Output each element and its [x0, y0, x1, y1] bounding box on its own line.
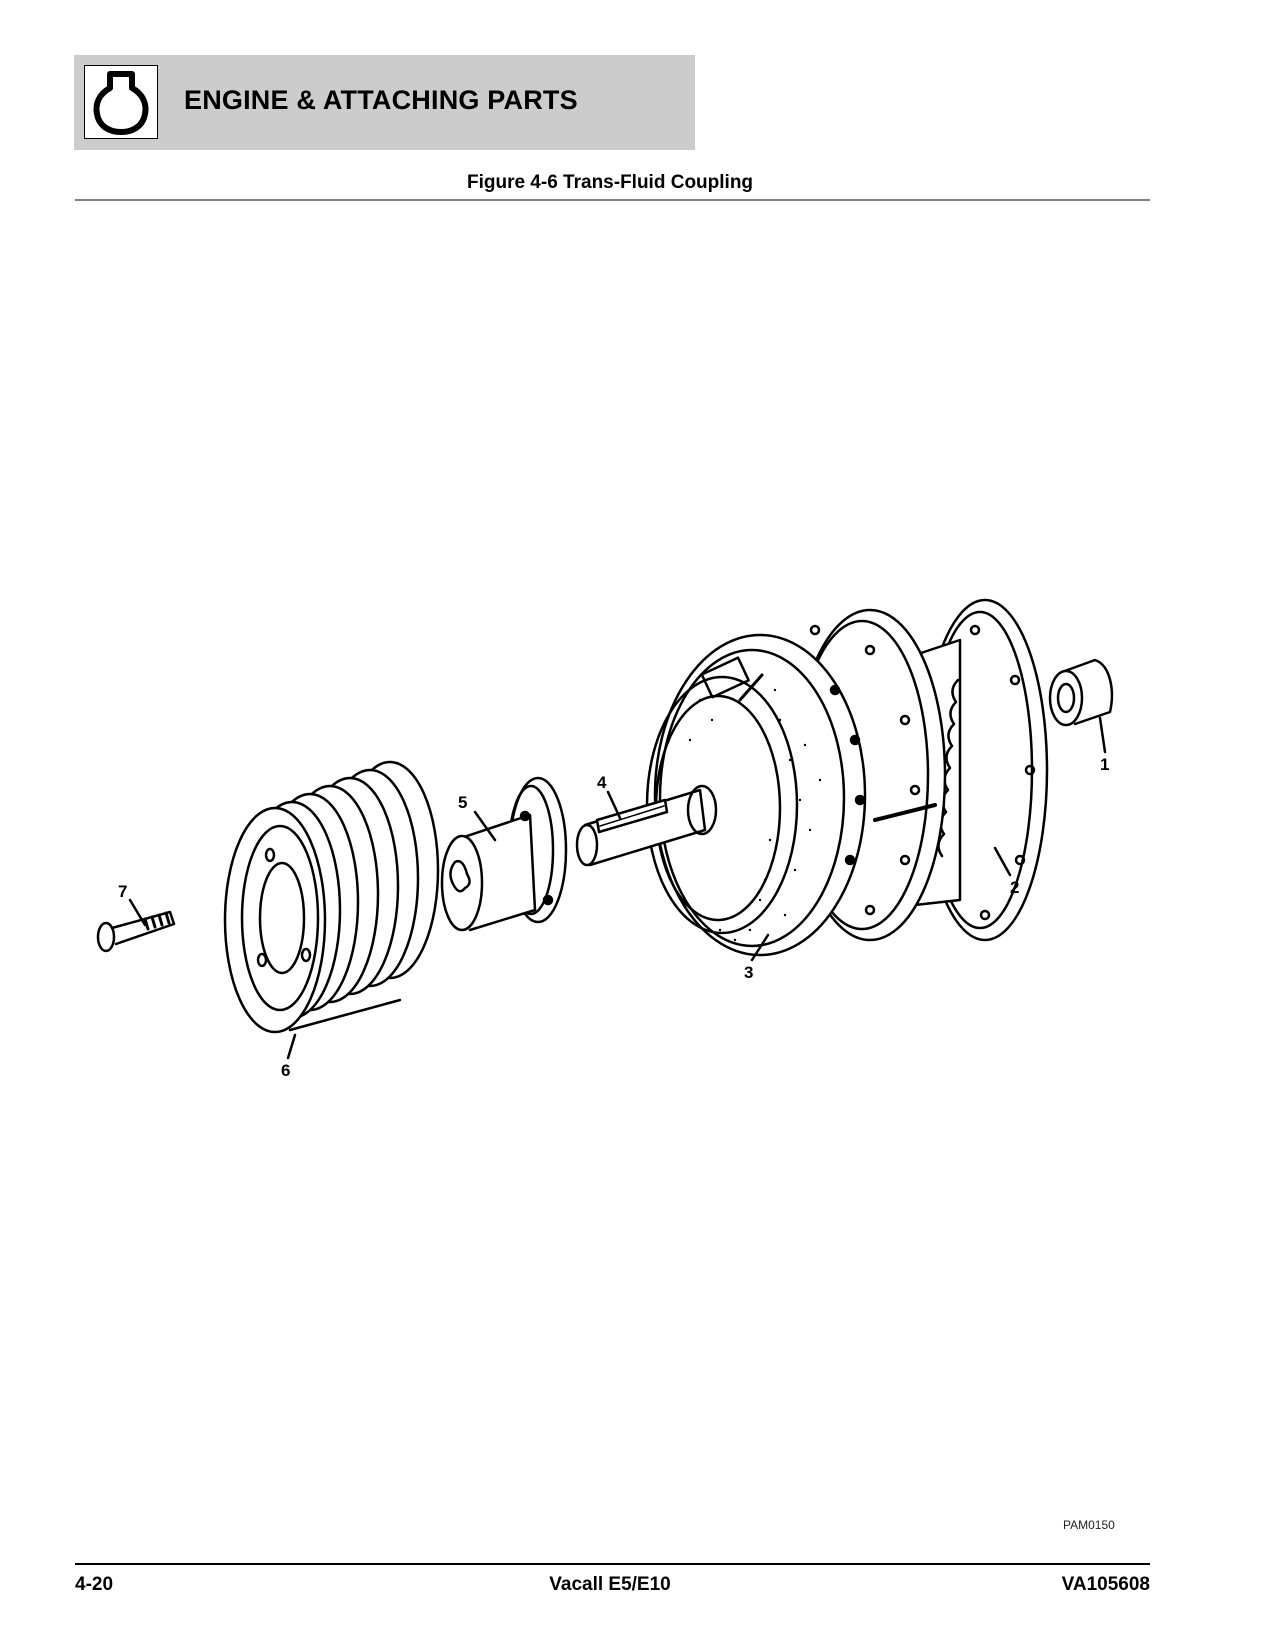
callout-1: 1	[1100, 755, 1109, 774]
callout-6: 6	[281, 1061, 290, 1080]
bolt-part	[96, 910, 176, 953]
document-number: VA105608	[1061, 1574, 1150, 1595]
figure-caption: Figure 4-6 Trans-Fluid Coupling	[466, 172, 754, 193]
callout-leader-lines	[128, 716, 1107, 1060]
bearing-part	[1048, 658, 1114, 727]
drawing-id: PAM0150	[1063, 1518, 1115, 1532]
footer-divider	[75, 1563, 1150, 1565]
callout-5: 5	[458, 793, 467, 812]
section-title: ENGINE & ATTACHING PARTS	[184, 85, 578, 115]
callout-7: 7	[118, 882, 127, 901]
keyed-shaft-part	[575, 784, 718, 867]
sheave-pulley-part	[223, 760, 440, 1034]
model-name: Vacall E5/E10	[549, 1574, 671, 1595]
caption-divider	[75, 199, 1150, 201]
callout-4: 4	[597, 773, 607, 792]
section-banner: ENGINE & ATTACHING PARTS	[74, 55, 695, 150]
bushing-hub-part	[440, 776, 568, 932]
callout-labels: 1 2 3 4 5 6 7	[118, 755, 1109, 1080]
callout-2: 2	[1010, 878, 1019, 897]
engine-keyhole-icon	[84, 65, 158, 139]
callout-3: 3	[744, 963, 753, 982]
page-number: 4-20	[75, 1574, 114, 1595]
